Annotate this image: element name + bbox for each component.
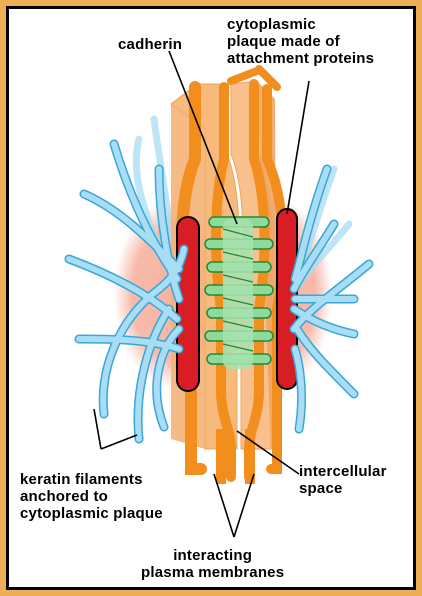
membrane-bottom-stub-left bbox=[216, 429, 226, 484]
label-keratin-line1: keratin filaments bbox=[20, 471, 163, 488]
diagram-panel: cadherin cytoplasmic plaque made of atta… bbox=[6, 6, 416, 590]
pointer-plaque bbox=[287, 81, 309, 214]
label-membranes-line2: plasma membranes bbox=[141, 564, 284, 581]
label-intercellular-space: intercellular space bbox=[299, 463, 387, 497]
label-plaque-line2: plaque made of bbox=[227, 33, 374, 50]
cadherin-column bbox=[223, 219, 253, 369]
label-intercellular-line1: intercellular bbox=[299, 463, 387, 480]
label-keratin-filaments: keratin filaments anchored to cytoplasmi… bbox=[20, 471, 163, 522]
label-keratin-line3: cytoplasmic plaque bbox=[20, 505, 163, 522]
label-cytoplasmic-plaque: cytoplasmic plaque made of attachment pr… bbox=[227, 16, 374, 67]
label-plaque-line3: attachment proteins bbox=[227, 50, 374, 67]
label-plaque-line1: cytoplasmic bbox=[227, 16, 374, 33]
cytoplasmic-plaque-left bbox=[177, 217, 199, 391]
label-keratin-line2: anchored to bbox=[20, 488, 163, 505]
label-membranes-line1: interacting bbox=[141, 547, 284, 564]
label-interacting-membranes: interacting plasma membranes bbox=[141, 547, 284, 581]
label-intercellular-line2: space bbox=[299, 480, 387, 497]
label-cadherin: cadherin bbox=[118, 36, 182, 53]
